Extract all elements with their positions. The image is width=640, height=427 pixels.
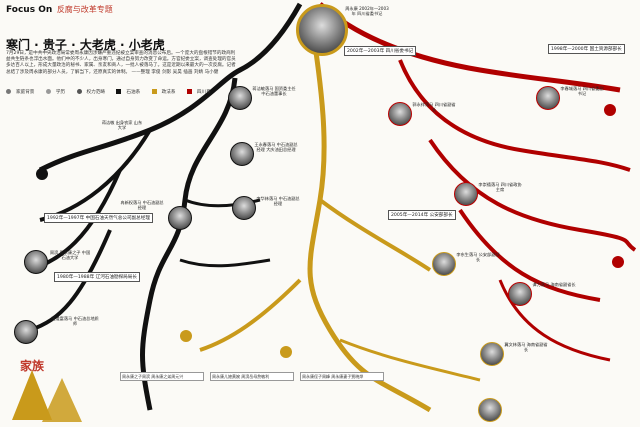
family-bell-icon [12, 370, 52, 420]
central-portrait [296, 4, 348, 56]
year-tag: 1992年—1997年 中国石油天然气总公司副总经理 [44, 213, 153, 223]
node-label: 王永春落马 中石油副总经理 大庆油田总经理 [254, 142, 298, 153]
node-label: 周滨 周永康之子 中国石油大学 [49, 250, 91, 261]
section-label: 反腐与改革专题 [56, 5, 113, 14]
node-label: 李崇禧落马 四川省政协主席 [478, 182, 522, 193]
legend-item: 权力范畴 [76, 89, 110, 95]
portrait [228, 86, 252, 110]
law-swatch [151, 89, 157, 94]
node-label: 李华林落马 中石油副总经理 [256, 196, 300, 207]
family-emblem [12, 370, 82, 422]
node-label: 谭力落马 海南省副省长 [532, 282, 576, 287]
portrait [24, 250, 48, 274]
law-branch [199, 278, 302, 352]
oil-swatch [116, 89, 122, 94]
family-label: 家族 [20, 359, 45, 373]
portrait [508, 282, 532, 306]
portrait [388, 102, 412, 126]
node-label: 蒋洁敏 出身农家 山东大学 [101, 120, 143, 131]
legend-item: 政法系 [151, 89, 181, 95]
sichuan-swatch [186, 89, 192, 94]
sichuan-branch [458, 208, 601, 302]
relation-box: 周永康儿媳黄婉 周滨岳母詹敏利 [210, 372, 294, 381]
portrait [232, 196, 256, 220]
portrait [168, 206, 192, 230]
brand-logo: Focus On [6, 5, 53, 15]
legend-item: 四川系 [186, 89, 216, 95]
sichuan-branch [498, 279, 611, 362]
legend-item: 学历 [45, 89, 70, 95]
sichuan-branch [428, 138, 637, 252]
relation-box: 周永康侄子周峰 周永康妻子贾晓烨 [300, 372, 384, 381]
header: Focus On 反腐与改革专题 [6, 4, 113, 15]
law-node-marker [180, 330, 192, 342]
portrait [454, 182, 478, 206]
node-label: 冉新权落马 中石油副总经理 [120, 200, 164, 211]
legend: 家庭背景 学历 权力范畴 石油系 政法系 四川系 [6, 89, 221, 95]
node-label: 李春城落马 四川省委副书记 [560, 86, 604, 97]
year-tag: 1998年—2000年 国土资源部部长 [548, 44, 625, 54]
portrait [478, 398, 502, 422]
family-bell-icon [42, 378, 82, 422]
oil-branch [29, 229, 112, 332]
node-label: 周永康 2002年—2003年 四川省委书记 [345, 6, 389, 17]
portrait [14, 320, 38, 344]
portrait [230, 142, 254, 166]
sichuan-branch [398, 59, 631, 172]
relation-box: 周永康之子周滨 周永康之弟周元兴 [120, 372, 204, 381]
portrait [480, 342, 504, 366]
law-branch [318, 198, 432, 272]
oil-branch [179, 258, 271, 268]
node-label: 王道富落马 中石油总地质师 [51, 316, 99, 327]
year-tag: 1980年—1988年 辽河石油勘探局局长 [54, 272, 140, 282]
year-tag: 2005年—2014年 公安部部长 [388, 210, 456, 220]
oil-node-marker [36, 168, 48, 180]
education-icon [45, 89, 51, 94]
node-label: 李东生落马 公安部副部长 [456, 252, 500, 263]
legend-item: 石油系 [116, 89, 145, 95]
intro-text: 7月29日，是中共中央政治局常委周永康因涉嫌严重违纪被立案审查的消息公布后。一个… [6, 51, 236, 75]
portrait [536, 86, 560, 110]
sichuan-node-marker [612, 256, 624, 268]
node-label: 蒋洁敏落马 国资委主任 中石油董事长 [252, 86, 296, 97]
node-label: 冀文林落马 海南省副省长 [504, 342, 548, 353]
page-title: 寒门 · 贵子 · 大老虎 · 小老虎 [6, 38, 165, 52]
power-icon [76, 89, 82, 94]
legend-item: 家庭背景 [6, 89, 39, 95]
home-icon [6, 89, 11, 94]
year-tag: 2002年—2003年 四川省委书记 [344, 46, 417, 56]
oil-branch [140, 77, 238, 411]
sichuan-node-marker [604, 104, 616, 116]
portrait [432, 252, 456, 276]
sichuan-branch [318, 2, 621, 93]
law-node-marker [280, 346, 292, 358]
law-branch [339, 338, 481, 382]
node-label: 郭永祥落马 四川省副省长 [412, 102, 456, 113]
oil-branch [38, 2, 303, 173]
